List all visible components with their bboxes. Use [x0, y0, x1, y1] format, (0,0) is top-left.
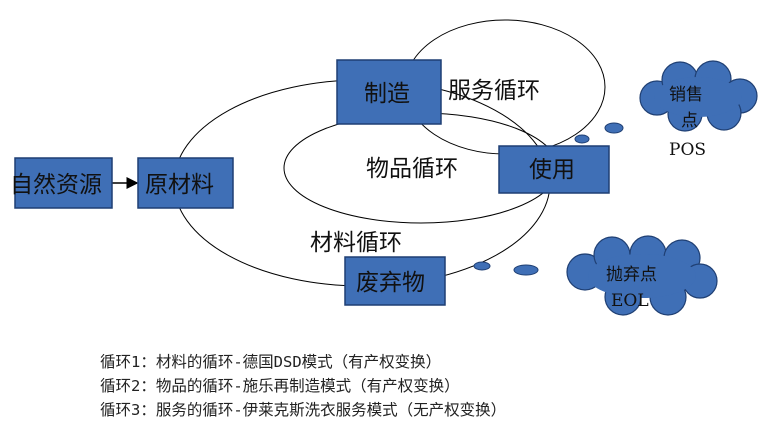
- raw-materials-label: 原材料: [145, 172, 214, 198]
- eol-cloud: [566, 235, 718, 316]
- manufacturing-label: 制造: [364, 81, 410, 107]
- pos-bubble-dot: [574, 134, 590, 144]
- pos-cloud: [639, 60, 758, 132]
- natural-resources-box: [14, 157, 113, 209]
- raw-materials-box: [137, 157, 234, 209]
- manufacturing-box: [336, 59, 442, 125]
- pos-bubble-dot: [604, 122, 624, 134]
- legend-item-loop3: 循环3：服务的循环-伊莱克斯洗衣服务模式（无产权变换）: [100, 401, 507, 419]
- pos-cloud-label-line1: 销售: [669, 85, 703, 105]
- legend: 循环1：材料的循环-德国DSD模式（有产权变换） 循环2：物品的循环-施乐再制造…: [100, 350, 740, 422]
- pos-cloud-label-line3: POS: [669, 140, 706, 160]
- circular-economy-diagram: 服务循环 物品循环 材料循环 自然资源 原材料 制造 使用 废弃物 销售 点 P…: [10, 19, 758, 316]
- natural-resources-label: 自然资源: [10, 172, 102, 198]
- eol-bubble-dot: [473, 261, 491, 271]
- waste-box: [344, 256, 446, 306]
- product-loop-label: 物品循环: [366, 156, 458, 182]
- legend-item-loop1: 循环1：材料的循环-德国DSD模式（有产权变换）: [100, 353, 442, 371]
- use-box: [498, 145, 610, 194]
- legend-item-loop2: 循环2：物品的循环-施乐再制造模式（有产权变换）: [100, 377, 460, 395]
- eol-cloud-label-line2: EOL: [611, 291, 649, 311]
- eol-bubble-dot: [513, 264, 539, 276]
- pos-cloud-label-line2: 点: [681, 111, 698, 131]
- use-label: 使用: [529, 157, 575, 183]
- material-loop-label: 材料循环: [310, 230, 402, 256]
- eol-cloud-label-line1: 抛弃点: [606, 265, 657, 285]
- waste-label: 废弃物: [356, 270, 425, 296]
- service-loop-label: 服务循环: [448, 78, 540, 104]
